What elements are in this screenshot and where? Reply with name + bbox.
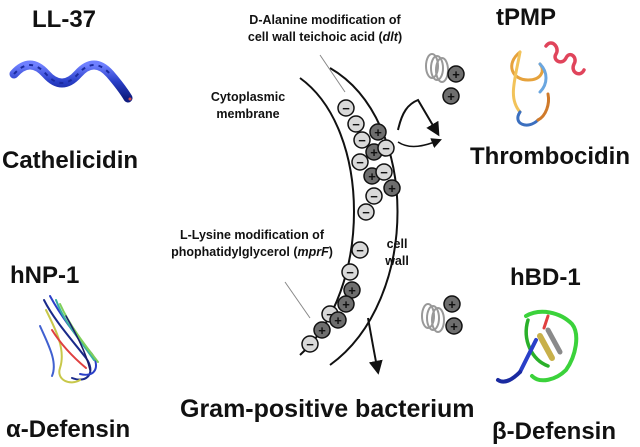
cytoplasmic-membrane-annotation: Cytoplasmic membrane (198, 89, 298, 123)
mprf-line-2: phophatidylglycerol (mprF) (171, 245, 333, 259)
svg-text:+: + (318, 323, 326, 338)
mprf-line-1: L-Lysine modification of (180, 228, 324, 242)
thrombocidin-label: Thrombocidin (470, 143, 630, 170)
hnp1-structure (39, 295, 99, 384)
lower-escape-arrow (367, 317, 383, 375)
svg-text:+: + (448, 297, 456, 312)
svg-text:−: − (358, 133, 366, 148)
cathelicidin-label: Cathelicidin (2, 147, 139, 174)
svg-text:+: + (374, 125, 382, 140)
svg-text:−: − (356, 155, 364, 170)
dlt-line-2: cell wall teichoic acid (dlt) (247, 30, 403, 44)
svg-text:−: − (370, 189, 378, 204)
ll37-helix-structure (9, 60, 133, 103)
lower-small-helix (421, 303, 445, 333)
dlt-line-1: D-Alanine modification of (249, 13, 401, 27)
mprf-gene: mprF (297, 245, 329, 259)
mprf-annotation: L-Lysine modification of phophatidylglyc… (152, 227, 352, 261)
cell-wall-outer-arc (329, 67, 399, 366)
dlt-gene: dlt (382, 30, 398, 44)
negative-charge: − (377, 139, 395, 157)
positive-charge: + (383, 179, 401, 197)
positive-charge: + (337, 295, 355, 313)
svg-text:+: + (348, 283, 356, 298)
alpha-defensin-label: α-Defensin (6, 416, 131, 443)
negative-charge: − (353, 131, 371, 149)
positive-charge: + (313, 321, 331, 339)
charge-group: + + + + − − + − + − − + − + − − − − + + … (301, 65, 465, 353)
svg-text:+: + (447, 89, 455, 104)
svg-text:+: + (370, 145, 378, 160)
negative-charge: − (375, 163, 393, 181)
gram-positive-bacterium-label: Gram-positive bacterium (180, 395, 475, 423)
negative-charge: − (301, 335, 319, 353)
svg-text:−: − (362, 205, 370, 220)
svg-text:+: + (334, 313, 342, 328)
positive-charge: + (445, 317, 463, 335)
svg-text:−: − (306, 337, 314, 352)
hbd1-label: hBD-1 (510, 264, 581, 291)
svg-text:+: + (452, 67, 460, 82)
dlt-annotation: D-Alanine modification of cell wall teic… (220, 12, 430, 46)
hbd1-structure (496, 309, 579, 384)
hnp1-label: hNP-1 (10, 262, 80, 289)
svg-text:−: − (382, 141, 390, 156)
svg-text:−: − (356, 243, 364, 258)
positive-charge: + (442, 87, 460, 105)
negative-charge: − (365, 187, 383, 205)
svg-text:−: − (342, 101, 350, 116)
cyto-line-2: membrane (216, 107, 280, 121)
cell-wall-line-1: cell (386, 237, 408, 251)
ll37-label: LL-37 (32, 6, 97, 33)
negative-charge: − (351, 153, 369, 171)
positive-charge: + (443, 295, 461, 313)
negative-charge: − (357, 203, 375, 221)
negative-charge: − (351, 241, 369, 259)
positive-charge: + (447, 65, 465, 83)
positive-charge: + (369, 123, 387, 141)
svg-text:+: + (342, 297, 350, 312)
negative-charge: − (337, 99, 355, 117)
mprf-leader-line (284, 281, 311, 319)
upper-arrow-stem (397, 138, 442, 148)
upper-small-helix (425, 53, 449, 83)
svg-text:+: + (388, 181, 396, 196)
negative-charge: − (341, 263, 359, 281)
beta-defensin-label: β-Defensin (492, 418, 616, 445)
svg-text:+: + (450, 319, 458, 334)
upper-escape-arrow (397, 98, 440, 137)
svg-text:−: − (346, 265, 354, 280)
svg-text:+: + (368, 169, 376, 184)
svg-text:−: − (326, 307, 334, 322)
svg-text:−: − (380, 165, 388, 180)
tpmp-structure (510, 41, 586, 127)
positive-charge: + (329, 311, 347, 329)
dlt-leader-line (319, 54, 346, 93)
cyto-line-1: Cytoplasmic (210, 90, 286, 104)
svg-text:−: − (352, 117, 360, 132)
tpmp-label: tPMP (496, 4, 556, 31)
negative-charge: − (347, 115, 365, 133)
